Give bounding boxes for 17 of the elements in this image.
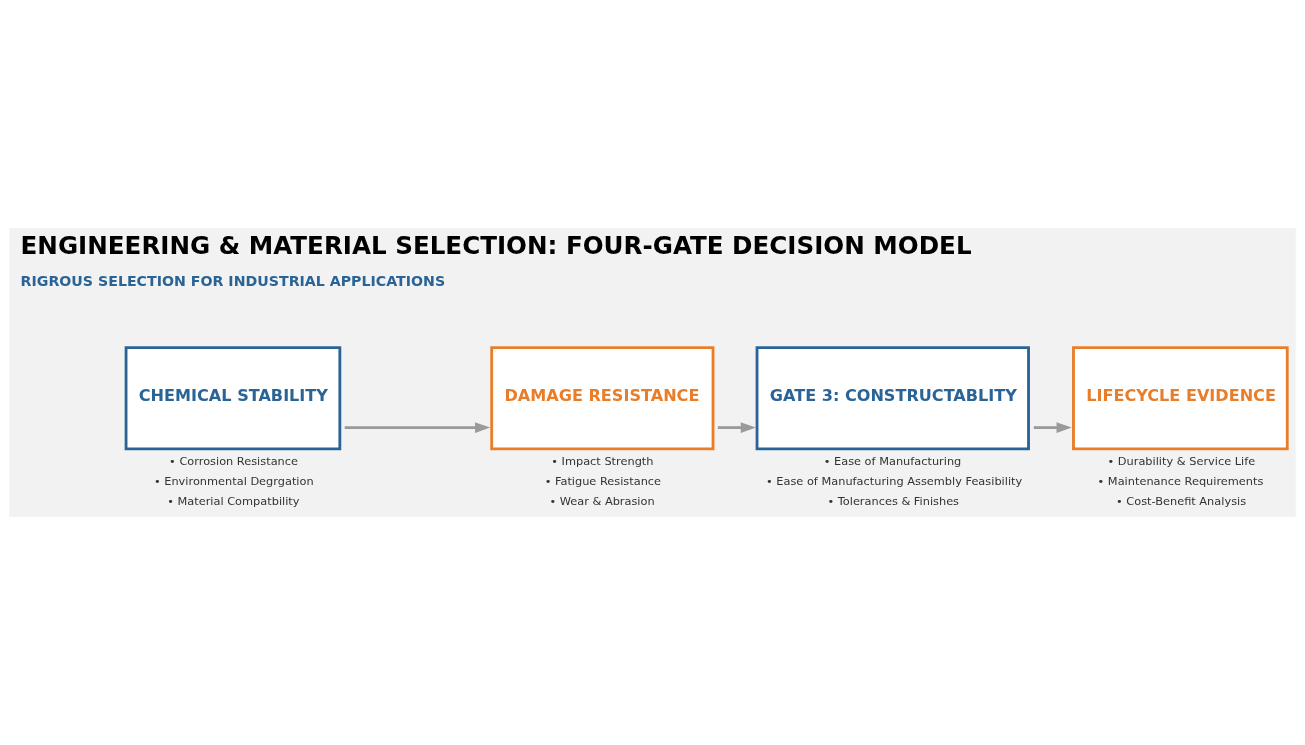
node-label: • Durability & Service Life [1107,454,1256,469]
node-label: • Maintenance Requirements [1097,473,1264,488]
arrow [344,422,491,433]
node-label: • Ease of Manufacturing Assembly Feasibility [766,473,1023,488]
node-label: • Tolerances & Finishes [827,493,960,508]
node-label: • Environmental Degrgation [153,473,314,488]
node-label: • Ease of Manufacturing [823,454,962,469]
node-label: • Wear & Abrasion [549,493,655,508]
node-label: • Impact Strength [551,454,654,469]
node-label: • Fatigue Resistance [544,473,662,488]
caption: RIGROUS SELECTION FOR INDUSTRIAL APPLICATIONS [20,273,446,290]
arrow [1033,422,1072,433]
diagram-title: ENGINEERING & MATERIAL SELECTION: FOUR-GATE DECISION MODEL [20,231,972,261]
node-label: • Corrosion Resistance [169,454,299,469]
arrow [717,422,756,433]
node-label: • Material Compatbility [167,493,300,508]
node-label: • Cost-Benefit Analysis [1116,493,1247,508]
